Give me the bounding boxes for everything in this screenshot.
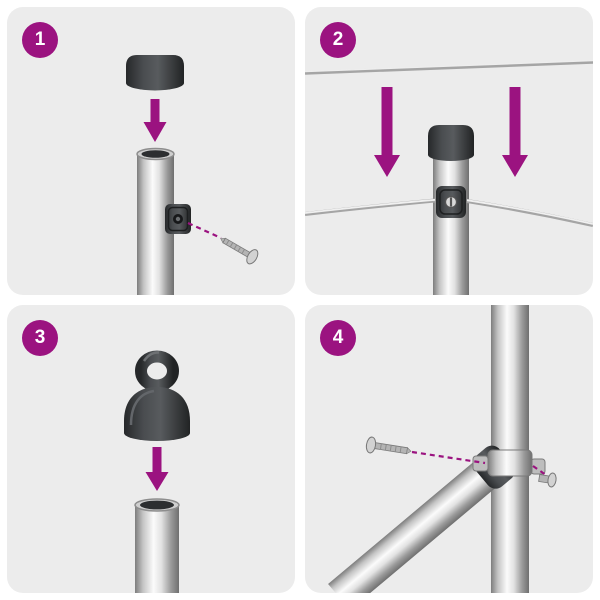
step-panel-4: 4 — [305, 305, 593, 593]
step-3-illustration — [124, 350, 190, 593]
down-arrow-icon — [143, 99, 167, 142]
down-arrow-icon — [374, 87, 400, 177]
step-1-illustration — [126, 55, 259, 295]
step-badge: 3 — [22, 320, 58, 356]
step-badge: 4 — [320, 320, 356, 356]
bolt-left — [365, 436, 412, 455]
step-panel-2: 2 — [305, 7, 593, 295]
lower-wire — [305, 198, 593, 227]
end-cap — [126, 55, 184, 91]
step-panel-3: 3 — [7, 305, 295, 593]
step-2-illustration — [305, 59, 593, 295]
pole — [433, 155, 469, 295]
down-arrow-icon — [502, 87, 528, 177]
step-badge: 2 — [320, 22, 356, 58]
clamp-band — [472, 449, 546, 477]
eyelet-cap — [124, 387, 190, 441]
upper-wire — [305, 59, 593, 75]
down-arrow-icon — [145, 447, 169, 491]
bolt-right — [538, 472, 557, 488]
screw — [220, 237, 259, 265]
step-4-illustration — [328, 305, 557, 593]
clamp — [165, 204, 191, 234]
eyelet-ring — [135, 350, 179, 392]
step-panel-1: 1 — [7, 7, 295, 295]
dashed-guide — [411, 450, 486, 465]
tube — [134, 498, 180, 593]
step-badge: 1 — [22, 22, 58, 58]
end-cap — [428, 125, 474, 161]
dashed-guide — [532, 465, 547, 476]
dashed-guide — [187, 221, 222, 240]
wire-clamp — [436, 186, 466, 218]
